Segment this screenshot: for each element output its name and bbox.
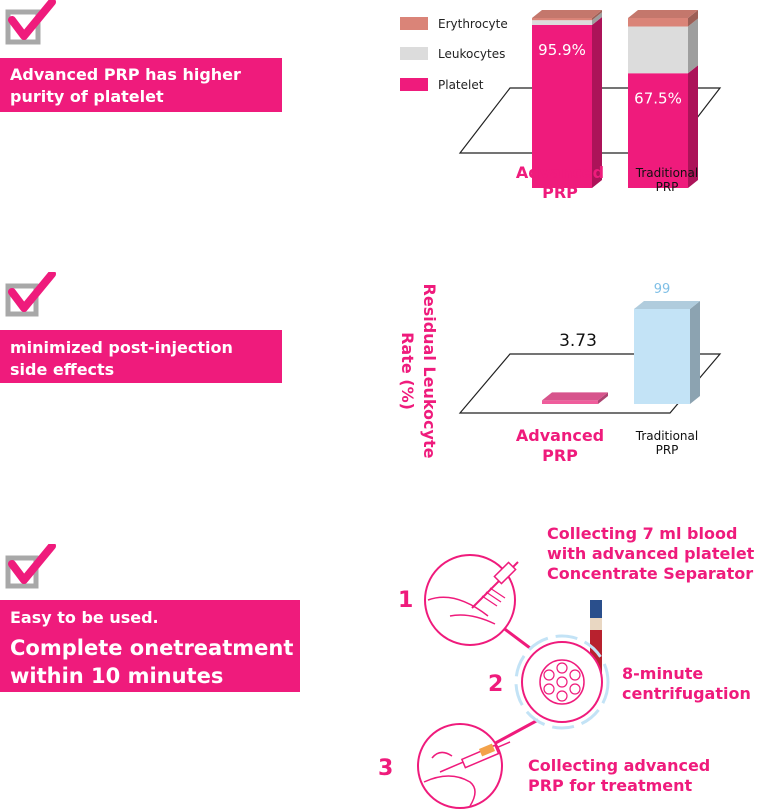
banner-line: purity of platelet — [10, 87, 164, 106]
legend-swatch-erythrocyte — [400, 17, 428, 30]
bar-value-top — [542, 392, 608, 401]
ease-banner: Easy to be used. Complete onetreatment w… — [0, 600, 300, 692]
step-number: 3 — [378, 756, 394, 781]
step-1-text: Collecting 7 ml blood with advanced plat… — [547, 524, 755, 583]
step-3-text: Collecting advanced PRP for treatment — [528, 756, 711, 795]
legend-swatch-leukocytes — [400, 47, 428, 60]
data-label: 67.5% — [634, 89, 682, 107]
bar-value-side — [690, 301, 700, 404]
bar-value-side — [598, 392, 608, 404]
bar-leukocytes — [628, 26, 688, 74]
bar-erythrocyte — [532, 18, 592, 21]
purity-chart: 95.9% 67.5% Erythrocyte Leukocytes Platel… — [400, 10, 722, 188]
bar-platelet-side — [592, 16, 602, 188]
bar-platelet-side — [688, 65, 698, 188]
data-label: 95.9% — [538, 41, 586, 59]
bar-platelet — [532, 24, 592, 188]
legend-label: Platelet — [438, 78, 484, 92]
centrifuge-icon — [514, 634, 610, 730]
blood-collection-icon — [424, 554, 519, 646]
bar-erythrocyte-side — [688, 10, 698, 27]
data-label: 3.73 — [559, 331, 597, 351]
bar-value — [634, 309, 690, 404]
bar-erythrocyte-side — [592, 10, 602, 21]
step-number: 2 — [488, 672, 504, 697]
legend-label: Erythrocyte — [438, 17, 508, 31]
syringe-icon — [417, 723, 511, 809]
y-axis-label: Residual Leukocyte Rate (%) — [398, 283, 439, 459]
step-number: 1 — [398, 588, 414, 613]
process-illustration — [417, 554, 610, 809]
check-icon — [5, 0, 56, 45]
category-label-traditional: Traditional PRP — [635, 166, 699, 194]
legend-swatch-platelet — [400, 78, 428, 91]
leukocyte-chart: 3.73 99 — [458, 282, 722, 414]
bar-value — [542, 400, 598, 404]
banner-line: minimized post-injection — [10, 338, 233, 357]
legend-label: Leukocytes — [438, 47, 505, 61]
side-effects-banner: minimized post-injection side effects — [0, 330, 282, 383]
banner-line: side effects — [10, 360, 115, 379]
step-2-text: 8-minute centrifugation — [622, 664, 751, 703]
check-icon — [5, 544, 56, 589]
category-label-traditional: Traditional PRP — [635, 429, 699, 457]
bar-platelet — [628, 73, 688, 188]
category-label-advanced: Advanced PRP — [515, 426, 605, 465]
chart-legend: Erythrocyte Leukocytes Platelet — [400, 17, 508, 92]
banner-line: Advanced PRP has higher — [10, 65, 241, 84]
banner-line: Complete onetreatment — [10, 636, 294, 660]
bar-erythrocyte-top — [628, 10, 698, 18]
bar-leukocytes — [532, 20, 592, 25]
bar-value-top — [634, 301, 700, 309]
purity-banner: Advanced PRP has higher purity of platel… — [0, 58, 282, 112]
bar-leukocytes-side — [592, 12, 602, 25]
bar-leukocytes-side — [688, 18, 698, 74]
data-label: 99 — [654, 282, 671, 297]
bar-erythrocyte — [628, 18, 688, 27]
bar-erythrocyte-top — [532, 10, 602, 18]
category-label-advanced: Advanced PRP — [515, 163, 605, 202]
check-icon — [5, 272, 56, 317]
banner-line: within 10 minutes — [10, 664, 224, 688]
banner-line: Easy to be used. — [10, 608, 159, 627]
